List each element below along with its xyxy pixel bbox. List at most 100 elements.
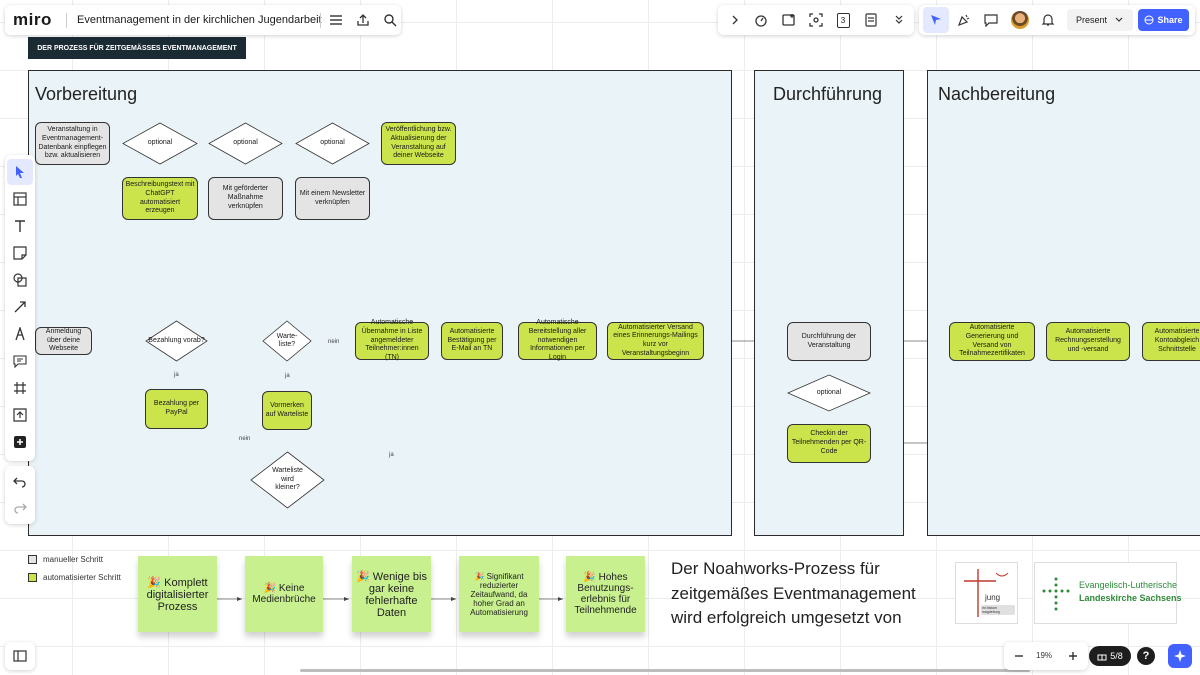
more-apps-icon[interactable] <box>7 429 33 455</box>
select-tool-icon[interactable] <box>7 159 33 185</box>
sticky-note-icon[interactable] <box>7 240 33 266</box>
edge-label-ja: ja <box>285 373 290 379</box>
comment-icon[interactable] <box>978 7 1004 33</box>
step-qr-checkin[interactable]: Checkin der Teilnehmenden per QR-Code <box>787 424 871 463</box>
text-tool-icon[interactable] <box>7 213 33 239</box>
step-link-newsletter[interactable]: Mit einem Newsletter verknüpfen <box>295 177 370 220</box>
search-icon[interactable] <box>377 7 403 33</box>
menu-icon[interactable] <box>323 7 349 33</box>
step-event-execution[interactable]: Durchführung der Veranstaltung <box>787 322 871 361</box>
comment-tool-icon[interactable] <box>7 348 33 374</box>
step-invoicing[interactable]: Automatisierte Rechnungserstellung und -… <box>1046 322 1130 361</box>
step-info-login[interactable]: Automatische Bereitstellung aller notwen… <box>518 319 597 361</box>
gift-icon <box>1097 654 1107 661</box>
horizontal-scrollbar[interactable] <box>300 669 1030 672</box>
logo-jung-line1: jung <box>985 593 1001 602</box>
lane-followup[interactable] <box>927 70 1200 536</box>
decision-optional-1[interactable]: optional <box>122 122 198 165</box>
decision-label: optional <box>233 139 258 147</box>
step-link-funding[interactable]: Mit geförderter Maßnahme verknüpfen <box>208 177 283 220</box>
shapes-icon[interactable] <box>7 267 33 293</box>
header-divider <box>66 13 67 28</box>
upload-icon[interactable] <box>350 7 376 33</box>
logo-church-line1: Evangelisch-Lutherische <box>1079 580 1178 590</box>
decision-waitlist[interactable]: Warte-liste? <box>262 320 312 362</box>
connector-tool-icon[interactable] <box>7 294 33 320</box>
miro-logo[interactable]: miro <box>13 10 52 29</box>
step-certificates[interactable]: Automatisierte Generierung und Versand v… <box>949 322 1035 361</box>
step-database-entry[interactable]: Veranstaltung in Eventmanagement-Datenba… <box>35 122 110 165</box>
help-button[interactable]: ? <box>1137 647 1155 665</box>
sticky-note[interactable]: 🎉 Keine Medienbrüche <box>245 556 323 632</box>
decision-optional-4[interactable]: optional <box>787 374 871 412</box>
process-banner[interactable]: DER PROZESS FÜR ZEITGEMÄSSES EVENTMANAGE… <box>28 37 246 59</box>
undo-redo-panel <box>5 466 35 524</box>
present-button[interactable]: Present <box>1067 9 1133 31</box>
step-reminder-mail[interactable]: Automatisierter Versand eines Erinnerung… <box>607 322 704 360</box>
legend-auto-label: automatisierter Schritt <box>43 573 121 582</box>
zoom-out-icon[interactable] <box>1006 643 1032 669</box>
timer-icon[interactable] <box>748 7 774 33</box>
lane-execution-title: Durchführung <box>773 84 883 104</box>
decision-label: optional <box>816 388 842 396</box>
step-participant-list[interactable]: Automatische Übernahme in Liste angemeld… <box>355 319 429 361</box>
step-registration[interactable]: Anmeldung über deine Webseite <box>35 327 92 355</box>
logo-church-line2: Landeskirche Sachsens <box>1079 593 1182 603</box>
edge-label-ja: ja <box>174 372 179 378</box>
sticky-note[interactable]: 🎉 Signifikant reduzierter Zeitaufwand, d… <box>459 556 539 632</box>
step-email-confirmation[interactable]: Automatisierte Bestätigung per E-Mail an… <box>441 322 503 360</box>
notes-icon[interactable] <box>858 7 884 33</box>
frame-add-icon[interactable] <box>776 7 802 33</box>
decision-optional-2[interactable]: optional <box>208 122 283 165</box>
edge-label-nein: nein <box>328 339 340 345</box>
frame-tool-icon[interactable] <box>7 375 33 401</box>
undo-icon[interactable] <box>7 469 33 495</box>
avatar[interactable] <box>1007 7 1033 33</box>
sticky-note[interactable]: 🎉 Hohes Benutzungs-erlebnis für Teilnehm… <box>566 556 645 632</box>
counter-icon[interactable]: 3 <box>830 7 856 33</box>
bell-icon[interactable] <box>1035 7 1061 33</box>
zoom-level[interactable]: 19% <box>1036 651 1053 660</box>
decision-label: Warteliste wird kleiner? <box>272 467 303 492</box>
logo-jung: jung im bistum magdeburg <box>955 562 1018 624</box>
sidebar-toggle-panel <box>5 642 35 670</box>
tagline[interactable]: Der Noahworks-Prozess für zeitgemäßes Ev… <box>671 559 916 628</box>
chevron-right-icon[interactable] <box>722 7 748 33</box>
sticky-note[interactable]: 🎉 Komplett digitalisierter Prozess <box>138 556 217 632</box>
decision-prepayment[interactable]: Bezahlung vorab? <box>145 320 208 362</box>
cursor-follow-icon[interactable] <box>923 7 949 33</box>
step-account-reconciliation[interactable]: Automatisierte Kontoabgleich Schnittstel… <box>1142 322 1200 361</box>
legend-manual: manueller Schritt <box>28 555 103 564</box>
step-chatgpt-text[interactable]: Beschreibungstext mit ChatGPT automatisi… <box>122 177 198 220</box>
zoom-in-icon[interactable] <box>1060 643 1086 669</box>
board-header-panel: miro Eventmanagement in der kirchlichen … <box>5 5 401 35</box>
step-waitlist-mark[interactable]: Vormerken auf Warteliste <box>262 391 312 430</box>
decision-label: Bezahlung vorab? <box>148 336 205 344</box>
pen-tool-icon[interactable] <box>7 321 33 347</box>
page-navigator[interactable]: 5/8 <box>1089 646 1131 666</box>
ai-assistant-button[interactable] <box>1168 644 1192 668</box>
lane-execution[interactable] <box>754 70 904 536</box>
upload-tool-icon[interactable] <box>7 402 33 428</box>
counter-badge: 3 <box>836 12 850 28</box>
zoom-panel: 19% <box>1004 642 1088 670</box>
share-button[interactable]: Share <box>1138 9 1189 31</box>
step-website-publish[interactable]: Veröffentlichung bzw. Aktualisierung der… <box>381 122 456 165</box>
decision-optional-3[interactable]: optional <box>295 122 370 165</box>
decision-label: optional <box>147 139 173 147</box>
step-paypal[interactable]: Bezahlung per PayPal <box>145 389 208 429</box>
decision-label: optional <box>320 139 345 147</box>
chevron-down-icon[interactable] <box>1115 17 1123 23</box>
sticky-note[interactable]: 🎉 Wenige bis gar keine fehlerhafte Daten <box>352 556 431 632</box>
redo-icon[interactable] <box>7 495 33 521</box>
board-title[interactable]: Eventmanagement in der kirchlichen Jugen… <box>77 14 322 26</box>
templates-icon[interactable] <box>7 186 33 212</box>
chevron-double-down-icon[interactable] <box>886 7 912 33</box>
focus-icon[interactable] <box>803 7 829 33</box>
help-label: ? <box>1142 650 1150 662</box>
panel-toggle-icon[interactable] <box>7 643 33 669</box>
decision-waitlist-shrinks[interactable]: Warteliste wird kleiner? <box>250 451 325 509</box>
legend-auto: automatisierter Schritt <box>28 573 121 582</box>
celebrate-icon[interactable] <box>951 7 977 33</box>
